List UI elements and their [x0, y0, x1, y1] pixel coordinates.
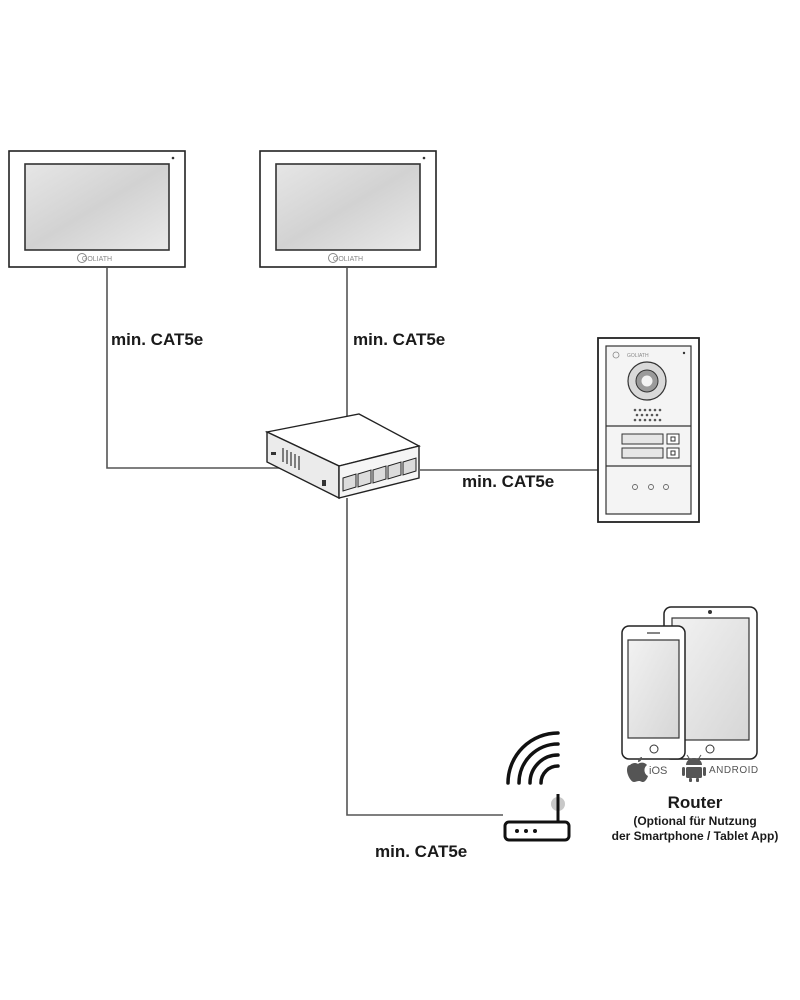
cable-router: [346, 498, 503, 816]
router-note-line1: (Optional für Nutzung: [633, 814, 757, 828]
router-note-line2: der Smartphone / Tablet App): [611, 829, 779, 843]
indoor-monitor-right: GOLIATH: [259, 150, 437, 268]
android-icon: [682, 754, 706, 782]
cable-label-router: min. CAT5e: [375, 842, 468, 861]
cable-label-monitor-right: min. CAT5e: [353, 330, 446, 349]
cable-monitor-left: [106, 268, 282, 469]
switch-ports-icon: [342, 457, 417, 492]
android-label: ANDROID: [709, 765, 759, 776]
cables: [106, 268, 598, 816]
name-plates: [621, 433, 664, 459]
cable-label-monitor-left: min. CAT5e: [111, 330, 204, 349]
ios-label: iOS: [649, 765, 667, 777]
cable-label-door-station: min. CAT5e: [462, 472, 555, 491]
camera-icon: [627, 361, 667, 401]
monitor-right-brand: GOLIATH: [333, 256, 363, 263]
door-station-brand: GOLIATH: [627, 353, 649, 359]
goliath-logo-icon: [328, 253, 338, 263]
goliath-logo-icon: [77, 253, 87, 263]
switch-vent-icon: [282, 448, 300, 470]
smartphone: [621, 625, 686, 760]
status-icons: [632, 484, 669, 490]
network-switch: [264, 413, 421, 500]
goliath-logo-icon: [612, 351, 620, 359]
router-icon: [503, 731, 571, 842]
apple-icon: [627, 757, 648, 782]
speaker-grille-icon: [633, 408, 662, 422]
door-station: GOLIATH: [597, 337, 700, 523]
call-buttons: [666, 433, 680, 459]
router-title: Router: [667, 793, 723, 812]
indoor-monitor-left: GOLIATH: [8, 150, 186, 268]
monitor-left-brand: GOLIATH: [82, 256, 112, 263]
